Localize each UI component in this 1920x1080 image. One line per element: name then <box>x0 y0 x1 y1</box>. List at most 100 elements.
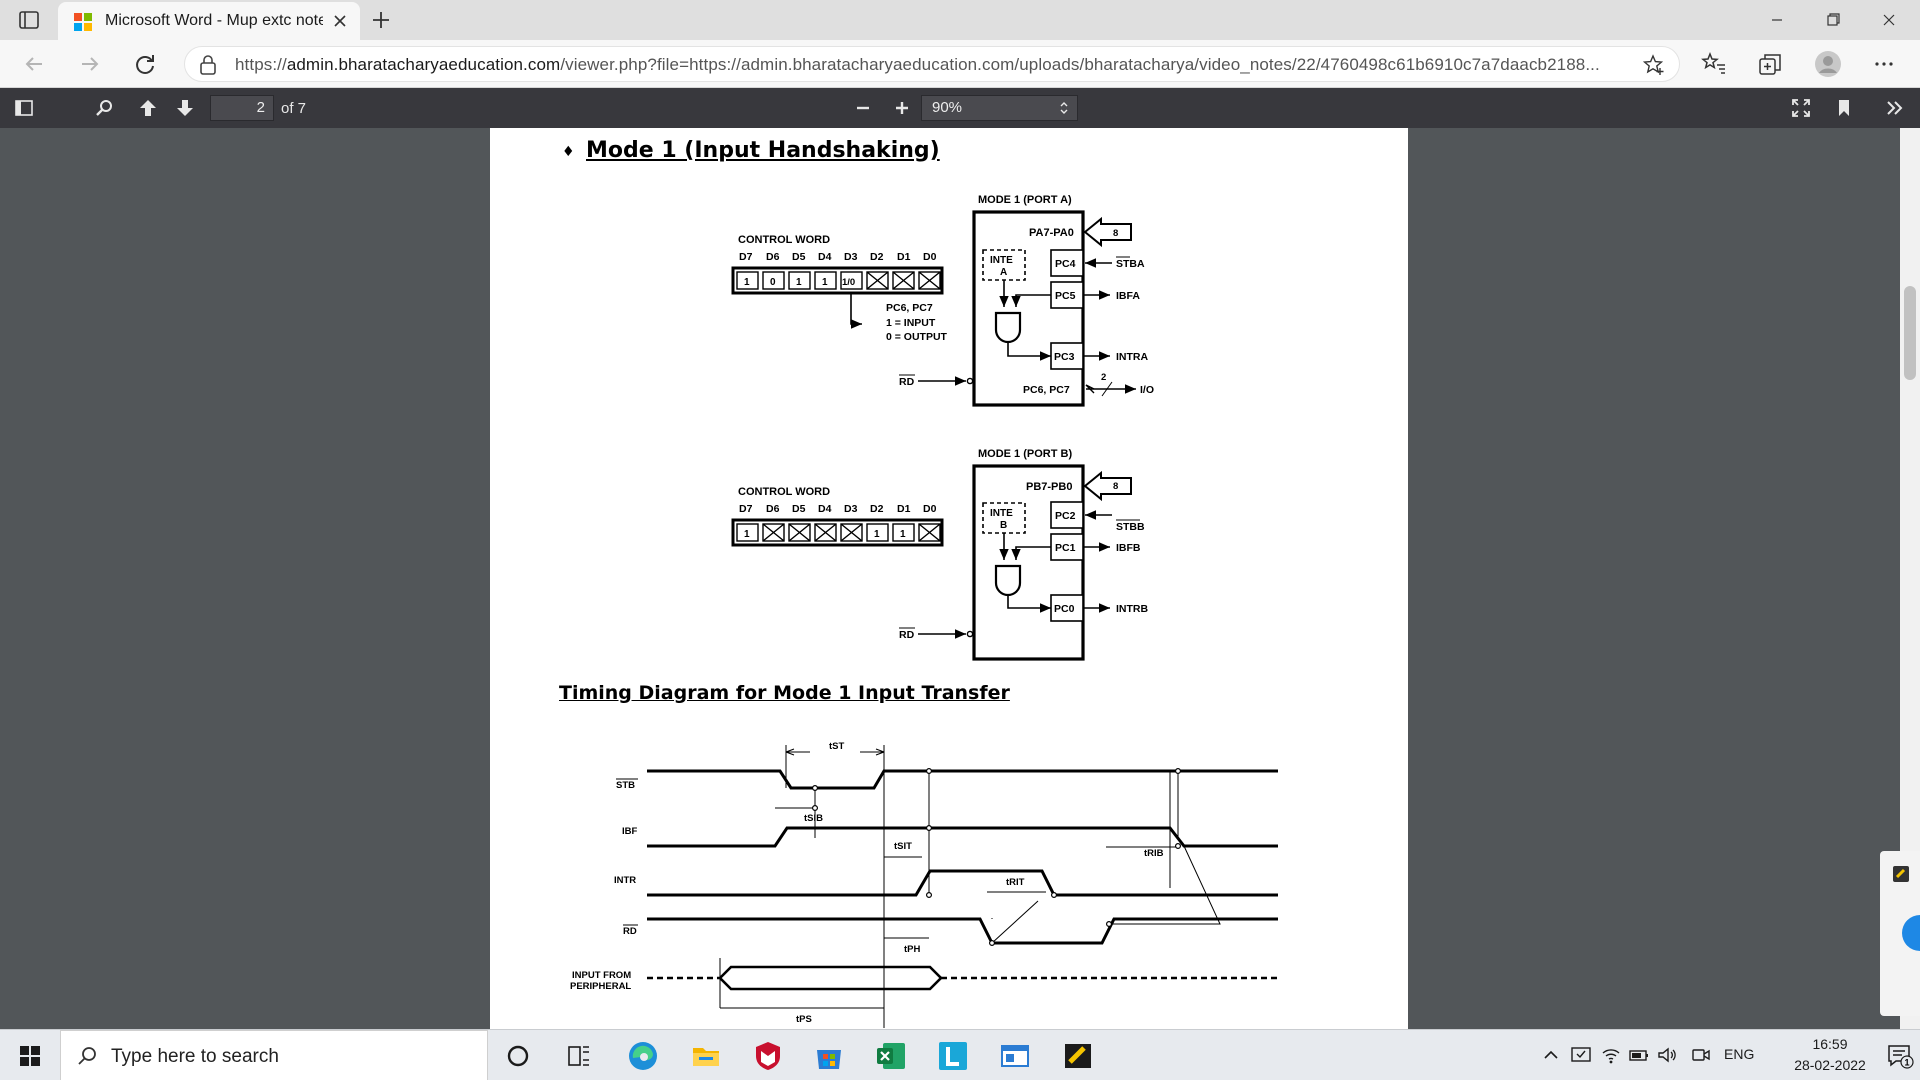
favorites-icon[interactable] <box>1700 50 1728 78</box>
cortana-icon[interactable] <box>500 1038 536 1074</box>
microsoft-store-icon[interactable] <box>811 1038 847 1074</box>
lock-icon[interactable] <box>199 55 217 75</box>
url-host: admin.bharatacharyaeducation.com <box>286 55 561 74</box>
tab-actions-icon[interactable] <box>18 10 40 30</box>
port-b-bus-width: 8 <box>1113 481 1118 492</box>
port-a-inte-letter: A <box>1000 267 1007 278</box>
tray-chevron-up-icon[interactable] <box>1542 1046 1560 1064</box>
zoom-in-icon[interactable] <box>890 96 914 120</box>
timing-tsib-label: tSIB <box>804 813 823 824</box>
port-a-val-d3: 1/0 <box>842 277 855 288</box>
search-placeholder: Type here to search <box>111 1046 279 1067</box>
windows-start-icon[interactable] <box>0 1030 60 1080</box>
timing-ibf-label: IBF <box>622 826 638 837</box>
port-a-bit-d4: D4 <box>818 251 832 263</box>
wifi-icon[interactable] <box>1600 1045 1622 1065</box>
sidebar-toggle-icon[interactable] <box>12 96 36 120</box>
page-count-label: of 7 <box>281 100 307 117</box>
collections-icon[interactable] <box>1756 50 1784 78</box>
page-number-input[interactable]: 2 <box>210 95 274 121</box>
forward-arrow-icon[interactable] <box>76 50 104 78</box>
add-favorite-icon[interactable] <box>1643 54 1665 76</box>
taskbar-search-box[interactable]: Type here to search <box>60 1030 488 1080</box>
edge-browser-icon[interactable] <box>625 1038 661 1074</box>
mcafee-shield-icon[interactable] <box>750 1038 786 1074</box>
app-window-icon[interactable] <box>997 1038 1033 1074</box>
timing-input-label-2: PERIPHERAL <box>570 981 631 992</box>
back-arrow-icon[interactable] <box>20 50 48 78</box>
find-search-icon[interactable] <box>92 96 116 120</box>
tools-chevron-icon[interactable] <box>1883 96 1907 120</box>
scrollbar-thumb[interactable] <box>1904 286 1916 380</box>
network-status-icon[interactable] <box>1570 1045 1592 1065</box>
mode1-port-a-diagram: MODE 1 (PORT A) CONTROL WORD D7 D6 D5 D4… <box>731 194 1154 407</box>
port-a-io-width: 2 <box>1101 372 1106 383</box>
port-a-val-d6: 0 <box>770 277 776 288</box>
task-view-icon[interactable] <box>561 1038 597 1074</box>
tab-title: Microsoft Word - Mup extc note <box>105 12 323 29</box>
port-b-data-port-label: PB7-PB0 <box>1026 481 1072 493</box>
port-b-bit-d4: D4 <box>818 503 832 515</box>
browser-tab-active[interactable]: Microsoft Word - Mup extc note <box>58 2 360 40</box>
mode1-port-b-diagram: MODE 1 (PORT B) CONTROL WORD D7 D6 D5 D4… <box>731 448 1148 661</box>
notification-center-icon[interactable]: 1 <box>1886 1043 1914 1069</box>
timing-tst-label: tST <box>829 741 845 752</box>
sticky-note-icon[interactable] <box>1892 865 1910 883</box>
window-minimize-icon[interactable] <box>1760 8 1794 32</box>
zoom-out-icon[interactable] <box>851 96 875 120</box>
clock-time[interactable]: 16:59 <box>1812 1036 1848 1052</box>
pdf-page: ♦ Mode 1 (Input Handshaking) Timing Diag… <box>490 128 1408 1029</box>
system-tray: ENG 16:59 28-02-2022 1 <box>1536 1030 1920 1080</box>
file-explorer-icon[interactable] <box>688 1038 724 1074</box>
port-a-pc67-pin: PC6, PC7 <box>1023 384 1070 396</box>
port-b-bit-d3: D3 <box>844 503 858 515</box>
address-bar[interactable]: https://admin.bharatacharyaeducation.com… <box>184 46 1680 82</box>
settings-more-icon[interactable] <box>1870 50 1898 78</box>
port-a-bus-width: 8 <box>1113 228 1118 239</box>
port-a-data-port-label: PA7-PA0 <box>1029 227 1074 239</box>
port-b-val-d2: 1 <box>874 529 880 540</box>
url-text[interactable]: https://admin.bharatacharyaeducation.com… <box>235 55 1615 75</box>
zoom-select[interactable]: 90% <box>921 95 1078 121</box>
sticky-notes-icon[interactable] <box>1060 1038 1096 1074</box>
timing-tph-label: tPH <box>904 944 921 955</box>
previous-page-icon[interactable] <box>136 96 160 120</box>
window-restore-icon[interactable] <box>1816 8 1850 32</box>
next-page-icon[interactable] <box>173 96 197 120</box>
clock-date[interactable]: 28-02-2022 <box>1794 1057 1866 1073</box>
profile-avatar-icon[interactable] <box>1814 50 1842 78</box>
excel-icon[interactable] <box>873 1038 909 1074</box>
presentation-mode-icon[interactable] <box>1789 96 1813 120</box>
vertical-scrollbar[interactable] <box>1900 128 1920 1029</box>
port-a-val-d5: 1 <box>796 277 802 288</box>
window-close-icon[interactable] <box>1872 8 1906 32</box>
heading-timing-diagram: Timing Diagram for Mode 1 Input Transfer <box>559 682 1010 704</box>
tab-close-icon[interactable] <box>330 11 350 31</box>
input-language[interactable]: ENG <box>1724 1046 1755 1062</box>
port-b-bit-d1: D1 <box>897 503 911 515</box>
bookmark-icon[interactable] <box>1832 96 1856 120</box>
port-a-output-note: 0 = OUTPUT <box>886 331 948 343</box>
timing-input-label-1: INPUT FROM <box>572 970 631 981</box>
port-a-bit-d1: D1 <box>897 251 911 263</box>
volume-icon[interactable] <box>1656 1045 1678 1065</box>
app-l-icon[interactable] <box>935 1038 971 1074</box>
new-tab-icon[interactable] <box>369 8 393 32</box>
refresh-icon[interactable] <box>131 50 159 78</box>
port-b-val-d7: 1 <box>744 529 750 540</box>
port-b-pc2: PC2 <box>1055 510 1076 522</box>
port-b-inte: INTE <box>990 508 1013 519</box>
port-b-control-word-label: CONTROL WORD <box>738 486 830 498</box>
heading-bullet: ♦ <box>562 144 575 160</box>
pdf-viewer-area[interactable]: ♦ Mode 1 (Input Handshaking) Timing Diag… <box>0 128 1920 1029</box>
meet-now-icon[interactable] <box>1690 1045 1712 1065</box>
bing-chat-icon[interactable] <box>1896 913 1920 953</box>
port-b-pc1: PC1 <box>1055 542 1076 554</box>
select-arrows-icon <box>1060 102 1068 114</box>
timing-trit-label: tRIT <box>1006 877 1025 888</box>
port-b-bit-d5: D5 <box>792 503 806 515</box>
timing-intr-label: INTR <box>614 875 636 886</box>
battery-icon[interactable] <box>1628 1045 1650 1065</box>
timing-diagram: STB IBF INTR RD INPUT FROM PERIPHERAL <box>570 741 1278 1028</box>
port-b-bit-d0: D0 <box>923 503 937 515</box>
